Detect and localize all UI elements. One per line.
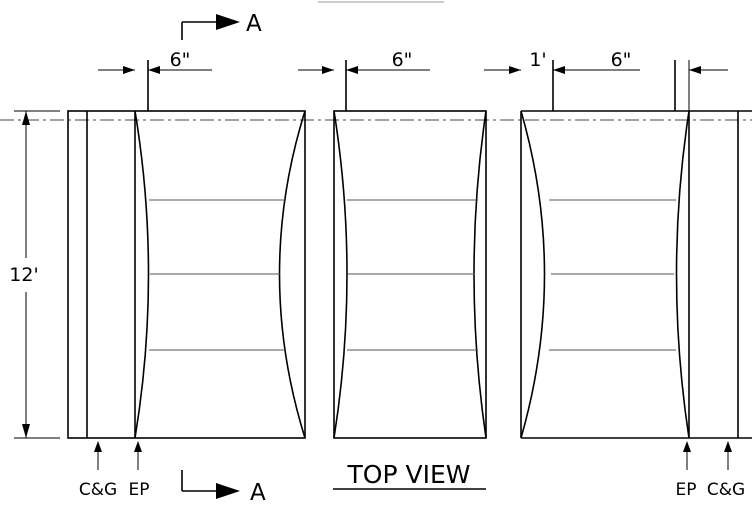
label-ep-right: EP: [676, 480, 697, 500]
leader-ep-right: EP: [676, 441, 697, 500]
section-label-bottom: A: [250, 480, 266, 501]
leader-cg-right: C&G: [707, 441, 745, 500]
middle-panel-outline: [333, 110, 487, 439]
title-text: TOP VIEW: [347, 460, 471, 489]
left-panel: [67, 60, 306, 439]
label-cg-right: C&G: [707, 480, 745, 500]
right-sag-curve-left: [520, 110, 546, 439]
dim-middle-gap: 6": [298, 49, 430, 74]
dim-right-offset-text: 1': [529, 49, 546, 71]
dim-left-gap-text: 6": [170, 49, 191, 71]
label-ep-left: EP: [129, 480, 150, 500]
dim-right-gap-text: 6": [611, 49, 632, 71]
dim-right: 1' 6": [484, 49, 728, 111]
section-label-top: A: [246, 11, 262, 37]
left-sag-curve-left: [134, 110, 150, 439]
middle-sag-curve-left: [333, 110, 348, 439]
section-marker-bottom: A: [181, 470, 266, 506]
leader-cg-left: C&G: [79, 441, 117, 500]
left-panel-outline: [67, 110, 306, 439]
section-marker-top: A: [181, 11, 262, 40]
right-sag-curve-right: [675, 110, 690, 439]
label-cg-left: C&G: [79, 480, 117, 500]
leader-ep-left: EP: [129, 441, 150, 500]
middle-sag-curve-right: [473, 110, 487, 439]
dim-height-text: 12': [9, 264, 38, 286]
right-panel-outline: [520, 110, 752, 439]
dim-left-gap: 6": [98, 49, 212, 74]
left-sag-curve-right: [278, 110, 306, 439]
drawing-title: TOP VIEW: [333, 460, 486, 490]
dim-middle-gap-text: 6": [392, 49, 413, 71]
dim-height: 12': [9, 110, 60, 439]
right-panel: [520, 60, 752, 439]
middle-panel: [333, 60, 487, 439]
